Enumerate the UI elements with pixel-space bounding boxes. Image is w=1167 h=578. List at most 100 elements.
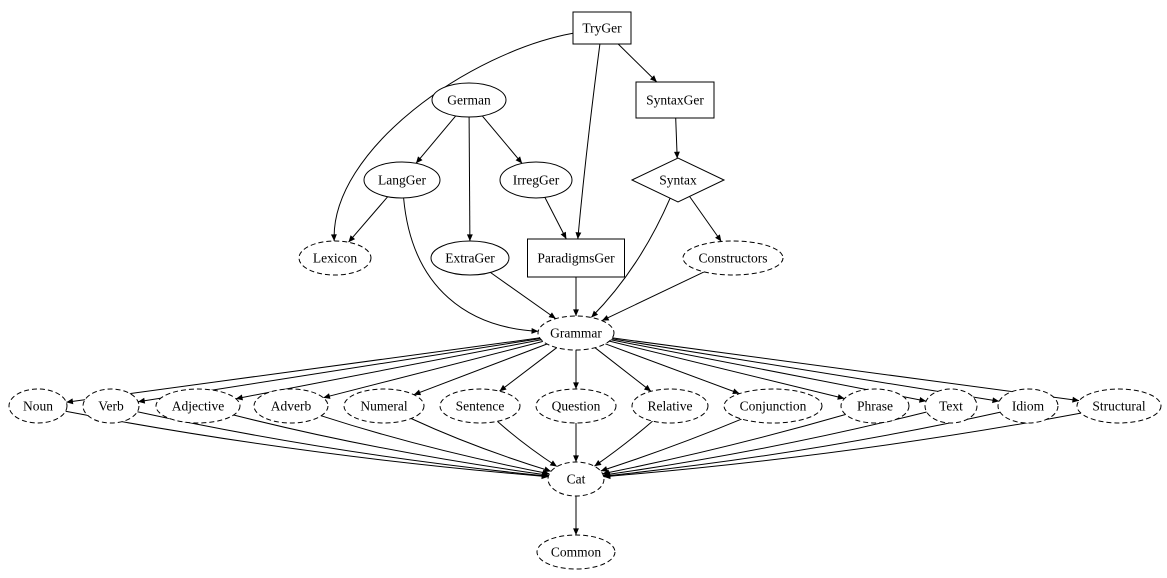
diamond-shape <box>630 157 726 203</box>
ellipse-shape <box>537 315 615 351</box>
edge-sentence-cat <box>496 420 558 467</box>
node-label: Text <box>939 399 963 414</box>
node-tryger: TryGer <box>572 11 632 45</box>
edge-grammar-phrase <box>609 340 845 400</box>
ellipse-shape <box>298 240 372 276</box>
node-numeral: Numeral <box>343 388 425 424</box>
node-label: Adjective <box>172 399 224 414</box>
ellipse-shape <box>499 161 573 199</box>
node-label: Syntax <box>659 173 697 188</box>
node-label: SyntaxGer <box>646 93 704 108</box>
box-shape <box>572 11 632 45</box>
edge-relative-cat <box>594 420 653 467</box>
node-structural: Structural <box>1076 388 1162 424</box>
edge-structural-cat <box>603 412 1081 480</box>
edge-verb-cat <box>137 411 549 479</box>
node-syntax: Syntax <box>630 157 726 203</box>
edge-grammar-idiom <box>611 338 1000 404</box>
edge-langger-lexicon <box>348 196 389 243</box>
node-relative: Relative <box>631 388 709 424</box>
edge-extrager-grammar <box>490 272 556 320</box>
edge-phrase-cat <box>602 414 846 476</box>
node-question: Question <box>535 388 617 424</box>
edge-german-irregger <box>481 115 523 164</box>
ellipse-shape <box>997 388 1059 424</box>
edge-adverb-cat <box>321 415 550 476</box>
edge-irregger-paradigmsger <box>544 197 567 240</box>
edge-adjective-cat <box>233 414 549 478</box>
edge-tryger-paradigmsger <box>575 43 601 240</box>
node-syntaxger: SyntaxGer <box>635 81 715 119</box>
node-extrager: ExtraGer <box>430 240 510 276</box>
node-lexicon: Lexicon <box>298 240 372 276</box>
ellipse-shape <box>363 161 441 199</box>
node-grammar: Grammar <box>537 315 615 351</box>
node-label: Phrase <box>857 399 893 414</box>
node-langger: LangGer <box>363 161 441 199</box>
node-label: ExtraGer <box>445 251 495 266</box>
node-label: Question <box>552 399 601 414</box>
edge-grammar-conjunction <box>605 343 740 395</box>
node-cat: Cat <box>547 461 605 497</box>
edge-grammar-relative <box>594 347 652 392</box>
ellipse-shape <box>924 388 978 424</box>
node-label: IrregGer <box>513 173 560 188</box>
node-label: German <box>447 93 491 108</box>
node-label: Cat <box>567 472 586 487</box>
node-label: ParadigmsGer <box>537 251 615 266</box>
edge-conjunction-cat <box>600 418 742 472</box>
ellipse-shape <box>723 388 823 424</box>
ellipse-shape <box>840 388 910 424</box>
ellipse-shape <box>343 388 425 424</box>
node-adverb: Adverb <box>253 388 329 424</box>
node-label: TryGer <box>582 21 622 36</box>
node-label: Constructors <box>699 251 768 266</box>
edge-grammar-sentence <box>499 347 558 392</box>
node-label: Adverb <box>271 399 312 414</box>
ellipse-shape <box>682 240 784 276</box>
edge-noun-cat <box>65 410 549 480</box>
node-label: Grammar <box>550 326 602 341</box>
ellipse-shape <box>253 388 329 424</box>
node-label: Common <box>551 545 602 560</box>
node-paradigmsger: ParadigmsGer <box>527 238 625 278</box>
edge-langger-grammar <box>403 197 539 334</box>
box-shape <box>527 238 625 278</box>
ellipse-shape <box>536 534 616 570</box>
ellipse-shape <box>1076 388 1162 424</box>
ellipse-shape <box>430 240 510 276</box>
node-german: German <box>431 82 507 118</box>
node-label: Sentence <box>456 399 505 414</box>
edge-numeral-cat <box>410 418 552 473</box>
edge-idiom-cat <box>603 411 1001 479</box>
node-label: Idiom <box>1012 399 1045 414</box>
node-label: Structural <box>1092 399 1145 414</box>
edge-grammar-numeral <box>413 343 548 396</box>
edge-grammar-adverb <box>323 340 544 399</box>
edges-layer <box>65 32 1081 536</box>
node-label: Lexicon <box>313 251 357 266</box>
edge-tryger-lexicon <box>330 32 574 242</box>
node-idiom: Idiom <box>997 388 1059 424</box>
ellipse-shape <box>631 388 709 424</box>
edge-syntax-constructors <box>689 196 722 242</box>
node-text: Text <box>924 388 978 424</box>
node-label: Verb <box>98 399 124 414</box>
node-constructors: Constructors <box>682 240 784 276</box>
ellipse-shape <box>439 388 521 424</box>
edge-grammar-noun <box>66 337 540 405</box>
node-adjective: Adjective <box>155 388 241 424</box>
node-label: Numeral <box>360 399 407 414</box>
edge-grammar-structural <box>612 337 1080 403</box>
node-conjunction: Conjunction <box>723 388 823 424</box>
node-irregger: IrregGer <box>499 161 573 199</box>
ellipse-shape <box>155 388 241 424</box>
edge-german-extrager <box>466 116 473 242</box>
edge-constructors-grammar <box>601 271 705 322</box>
node-phrase: Phrase <box>840 388 910 424</box>
edge-tryger-syntaxger <box>617 43 658 83</box>
node-label: LangGer <box>378 173 426 188</box>
